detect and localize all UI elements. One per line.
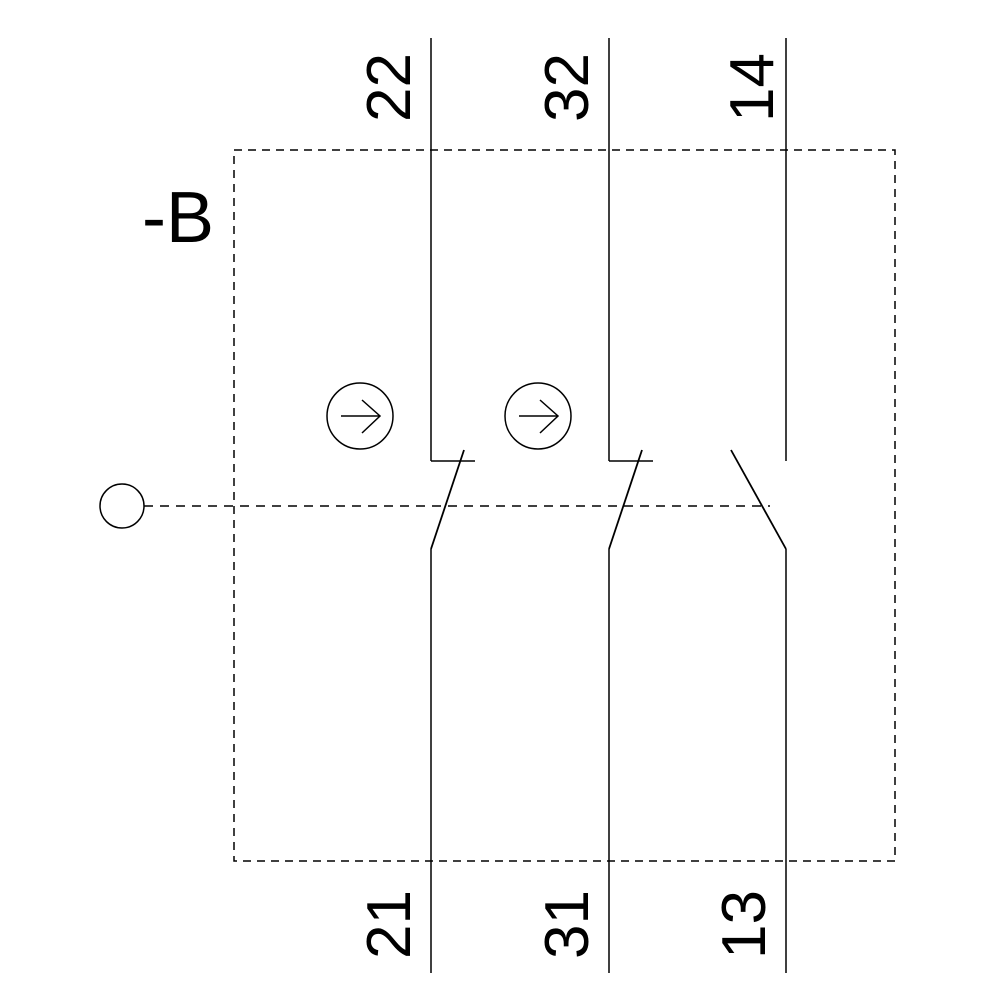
terminal-label-14: 14: [718, 53, 787, 122]
contact-nc-21-22: [430, 38, 475, 973]
terminal-label-32: 32: [533, 53, 602, 122]
contact-nc-31-32: [608, 38, 653, 973]
positive-opening-arrow-icon: [326, 382, 394, 450]
actuator-circle-icon: [99, 483, 145, 529]
positive-opening-arrow-icon: [504, 382, 572, 450]
terminal-label-22: 22: [355, 53, 424, 122]
terminal-label-31: 31: [533, 890, 602, 959]
contact-no-13-14: [730, 38, 787, 973]
device-reference-label: -B: [142, 178, 214, 258]
terminal-label-13: 13: [710, 890, 779, 959]
terminal-label-21: 21: [355, 890, 424, 959]
